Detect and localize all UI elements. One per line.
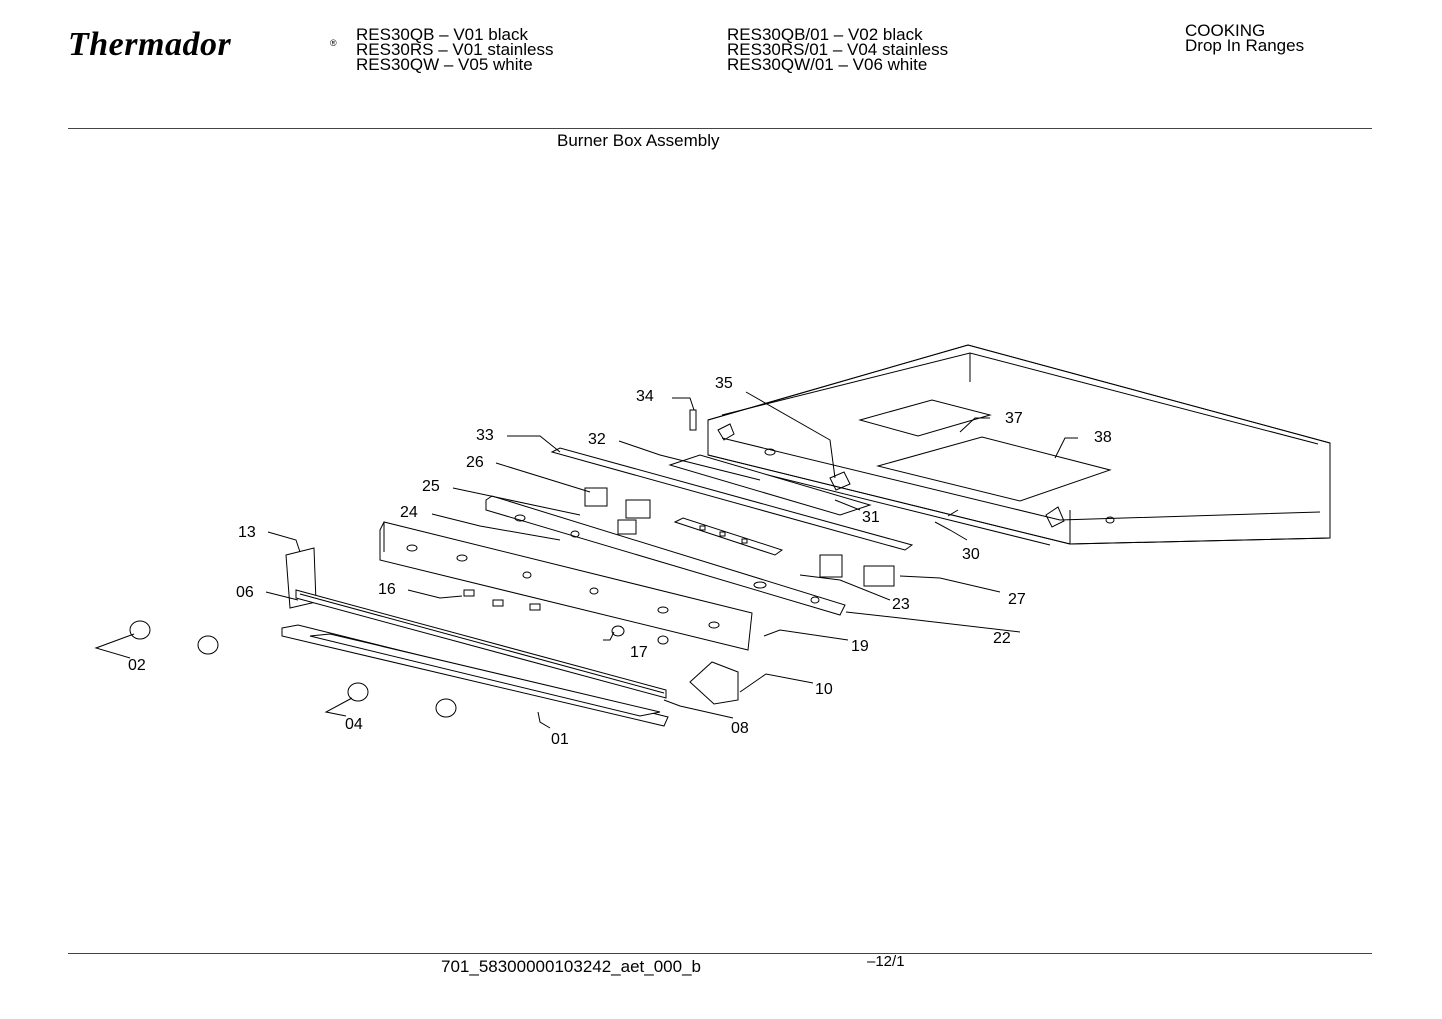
part-label-33: 33 xyxy=(476,427,494,444)
part-label-16: 16 xyxy=(378,581,396,598)
part-label-08: 08 xyxy=(731,720,749,737)
part-label-06: 06 xyxy=(236,584,254,601)
model-line: RES30QB/01 – V02 black xyxy=(727,25,923,44)
document-id: 701_58300000103242_aet_000_b xyxy=(441,957,701,976)
part-label-38: 38 xyxy=(1094,429,1112,446)
part-label-17: 17 xyxy=(630,644,648,661)
part-label-10: 10 xyxy=(815,681,833,698)
control-panel-drawing xyxy=(379,521,753,651)
valve-bracket-drawing xyxy=(485,495,846,616)
part-label-01: 01 xyxy=(551,731,569,748)
part-label-22: 22 xyxy=(993,630,1011,647)
end-cap-drawing xyxy=(689,661,739,705)
part-label-13: 13 xyxy=(238,524,256,541)
brand-logo: Thermador xyxy=(68,26,232,63)
knob-components-drawing xyxy=(129,409,959,718)
header-divider xyxy=(68,128,1372,129)
part-label-04: 04 xyxy=(345,716,363,733)
category-block: COOKING Drop In Ranges xyxy=(1185,21,1305,55)
front-trim-drawing xyxy=(281,624,669,727)
part-label-24: 24 xyxy=(400,504,418,521)
model-line: RES30QB – V01 black xyxy=(356,25,528,44)
model-line: RES30QW/01 – V06 white xyxy=(727,55,928,74)
model-line: RES30RS/01 – V04 stainless xyxy=(727,40,949,59)
page-number: –12/1 xyxy=(867,953,905,970)
part-label-27: 27 xyxy=(1008,591,1026,608)
model-line: RES30RS – V01 stainless xyxy=(356,40,554,59)
footer-divider xyxy=(68,953,1372,954)
part-label-23: 23 xyxy=(892,596,910,613)
part-label-31: 31 xyxy=(862,509,880,526)
model-line: RES30QW – V05 white xyxy=(356,55,533,74)
registered-mark: ® xyxy=(330,38,337,48)
part-label-25: 25 xyxy=(422,478,440,495)
leader-lines xyxy=(94,391,1078,729)
valve-components-drawing xyxy=(584,487,895,587)
part-label-32: 32 xyxy=(588,431,606,448)
burner-box-drawing xyxy=(707,344,1331,546)
part-label-30: 30 xyxy=(962,546,980,563)
part-label-19: 19 xyxy=(851,638,869,655)
subcategory-label: Drop In Ranges xyxy=(1185,36,1305,55)
side-bracket-drawing xyxy=(285,547,667,699)
part-label-35: 35 xyxy=(715,375,733,392)
part-label-02: 02 xyxy=(128,657,146,674)
part-label-26: 26 xyxy=(466,454,484,471)
category-label: COOKING xyxy=(1185,21,1266,40)
model-list-right: RES30QB/01 – V02 black RES30RS/01 – V04 … xyxy=(727,25,949,74)
switch-bar-drawing xyxy=(673,517,784,556)
part-label-37: 37 xyxy=(1005,410,1023,427)
part-labels: 34 35 33 32 37 38 26 25 31 24 30 13 06 1… xyxy=(128,375,1112,748)
section-title: Burner Box Assembly xyxy=(557,131,720,150)
part-label-34: 34 xyxy=(636,388,654,405)
model-list-left: RES30QB – V01 black RES30RS – V01 stainl… xyxy=(356,25,554,74)
